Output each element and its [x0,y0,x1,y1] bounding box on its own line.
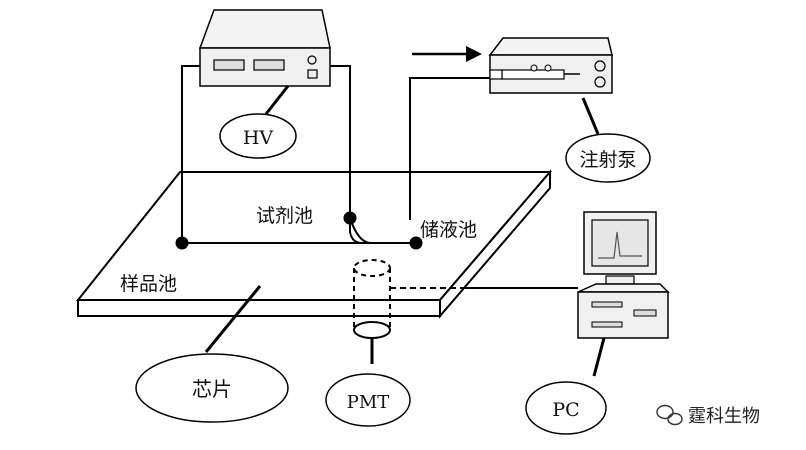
hv-power-supply [198,9,331,87]
leader-lines [204,85,606,377]
flow-arrow [412,46,482,62]
chip-plate [75,169,553,319]
pmt-label: PMT [347,392,390,413]
reagent-well-label: 试剂池 [256,205,313,227]
reservoir-well-dot [409,236,423,250]
syringe-pump-device [488,37,613,94]
pc-label: PC [552,399,579,421]
reservoir-well-label: 储液池 [420,219,477,241]
syringe-tubing [409,77,490,220]
pc-computer [577,211,670,339]
chip-label: 芯片 [192,377,232,401]
hv-label: HV [243,127,274,149]
syringe-pump-label: 注射泵 [579,149,636,171]
sample-well-dot [175,236,189,250]
sample-well-label: 样品池 [120,273,177,295]
wechat-icon [656,404,683,426]
label-ellipses [135,113,651,435]
watermark-text: 霆科生物 [688,406,760,427]
reagent-well-dot [343,211,357,225]
